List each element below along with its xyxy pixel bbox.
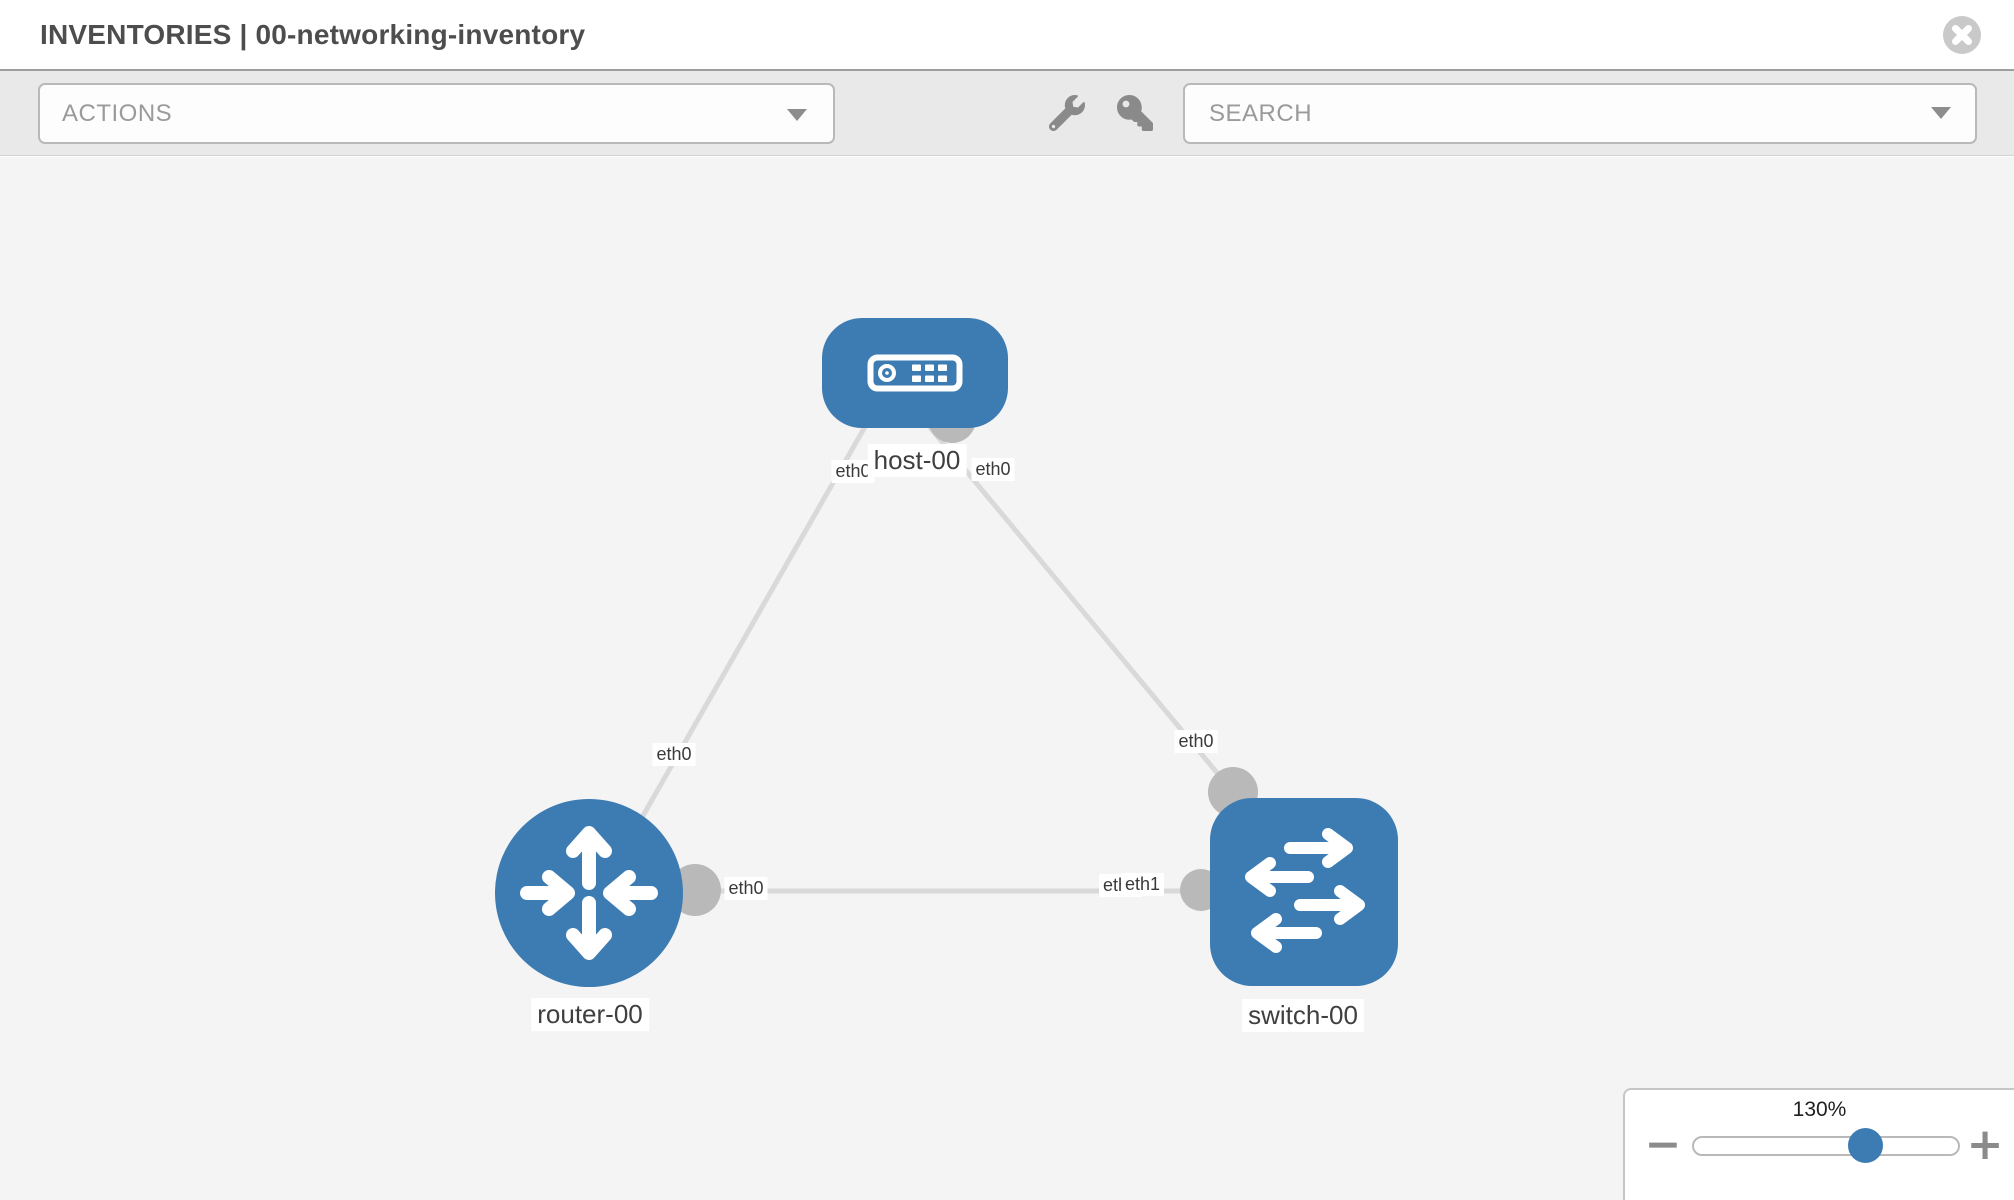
close-icon xyxy=(1943,16,1981,54)
node-router-00[interactable] xyxy=(495,799,683,987)
node-host-00[interactable] xyxy=(822,318,1008,428)
close-button[interactable] xyxy=(1942,15,1982,55)
configure-button[interactable] xyxy=(1048,95,1086,133)
actions-dropdown[interactable]: ACTIONS xyxy=(38,83,835,144)
zoom-in-button[interactable]: + xyxy=(1963,1120,2007,1170)
switch-icon xyxy=(1245,828,1365,953)
node-label-switch-00: switch-00 xyxy=(1242,999,1364,1033)
key-icon xyxy=(1117,95,1153,131)
iface-label-host-eth0-right: eth0 xyxy=(971,458,1015,481)
credentials-button[interactable] xyxy=(1116,95,1154,133)
zoom-out-button[interactable]: − xyxy=(1641,1120,1685,1170)
iface-label-switch-eth0-top: eth0 xyxy=(1174,730,1218,753)
node-label-router-00: router-00 xyxy=(531,998,649,1032)
topology-canvas[interactable]: eth0 eth0 eth0 eth0 eth0 eth0 eth1 host-… xyxy=(0,157,2014,1200)
host-icon xyxy=(867,354,963,392)
router-icon xyxy=(520,826,658,960)
iface-label-host-eth0-left: eth0 xyxy=(831,460,875,483)
node-switch-00[interactable] xyxy=(1210,798,1398,986)
chevron-down-icon xyxy=(1931,107,1951,119)
toolbar: ACTIONS xyxy=(0,71,2014,156)
search-box xyxy=(1183,83,1977,144)
zoom-slider-track[interactable] xyxy=(1692,1136,1960,1156)
iface-label-switch-eth1: eth1 xyxy=(1121,873,1165,896)
wrench-icon xyxy=(1048,95,1085,132)
iface-label-router-eth0-mid: eth0 xyxy=(724,877,768,900)
zoom-control-panel: 130% − + xyxy=(1623,1088,2014,1200)
page-title: INVENTORIES | 00-networking-inventory xyxy=(40,18,586,50)
search-input[interactable] xyxy=(1183,83,1977,144)
zoom-slider-handle[interactable] xyxy=(1848,1128,1883,1163)
iface-label-router-eth0-top: eth0 xyxy=(652,743,696,766)
zoom-level-value: 130% xyxy=(1792,1098,1847,1121)
node-label-host-00: host-00 xyxy=(867,444,967,478)
actions-dropdown-label: ACTIONS xyxy=(62,99,173,127)
header: INVENTORIES | 00-networking-inventory xyxy=(0,0,2014,71)
chevron-down-icon xyxy=(787,109,807,121)
links-layer xyxy=(637,395,1258,916)
